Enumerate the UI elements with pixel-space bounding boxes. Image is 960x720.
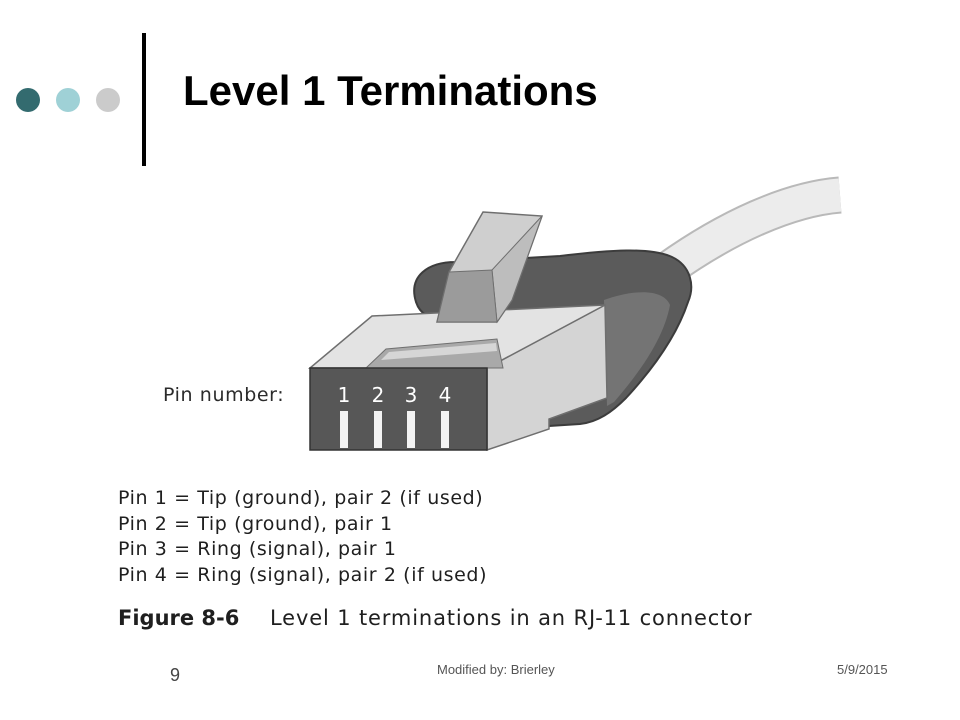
figure-caption-text: Level 1 terminations in an RJ-11 connect…: [270, 606, 753, 630]
plug-latch-base-highlight: [381, 343, 497, 360]
footer-author: Modified by: Brierley: [437, 662, 555, 677]
plug-latch-front: [436, 269, 498, 323]
plug-front-face: [309, 367, 488, 451]
pin-description-3: Pin 3 = Ring (signal), pair 1: [118, 538, 397, 560]
pin-descriptions: Pin 1 = Tip (ground), pair 2 (if used) P…: [118, 486, 487, 588]
slide-number: 9: [170, 665, 181, 685]
accent-dot-dark-teal: [16, 88, 40, 112]
connector-boot-rim: [604, 292, 670, 406]
rj11-connector-illustration: 1 2 3 4: [307, 176, 842, 452]
pin-contact-4: [441, 411, 449, 448]
pin-number-4: 4: [439, 383, 452, 407]
accent-dot-grey: [96, 88, 120, 112]
title-divider: [142, 33, 146, 166]
pin-description-2: Pin 2 = Tip (ground), pair 1: [118, 512, 393, 535]
slide-title: Level 1 Terminations: [183, 67, 598, 114]
pin-description-4: Pin 4 = Ring (signal), pair 2 (if used): [118, 563, 488, 586]
accent-dot-light-teal: [56, 88, 80, 112]
pin-contact-3: [407, 411, 415, 448]
pin-number-3: 3: [405, 383, 418, 407]
pin-number-label: Pin number:: [163, 384, 285, 406]
pin-number-1: 1: [338, 383, 351, 407]
connector-cable: [654, 178, 842, 286]
footer-date: 5/9/2015: [837, 662, 888, 677]
pin-contact-2: [374, 411, 382, 448]
pin-contact-1: [340, 411, 348, 448]
pin-description-1: Pin 1 = Tip (ground), pair 2 (if used): [118, 487, 484, 509]
pin-number-2: 2: [372, 383, 385, 407]
figure-caption-label: Figure 8-6: [118, 606, 240, 630]
